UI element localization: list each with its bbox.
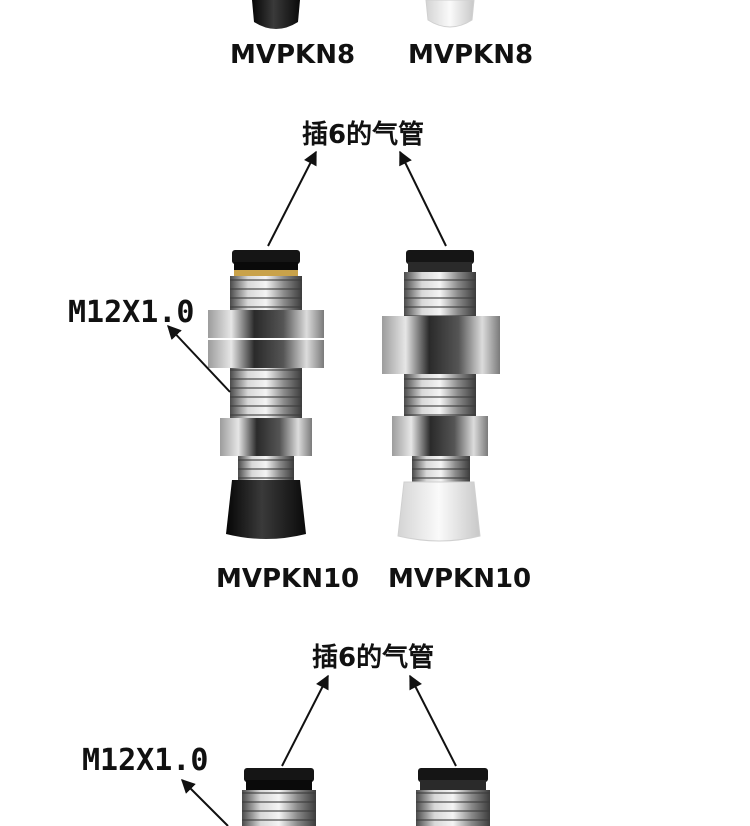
fitting-bottom-right: [416, 768, 490, 826]
tube-note-middle: 插6的气管: [302, 120, 425, 150]
fitting-left: [208, 250, 324, 539]
model-label-top-left: MVPKN8: [230, 40, 356, 70]
tube-arrow-right: [399, 150, 447, 247]
model-label-top-right: MVPKN8: [408, 40, 534, 70]
tube-arrow-left-bottom: [281, 674, 329, 767]
fitting-right: [382, 250, 500, 542]
thread-arrow: [167, 324, 231, 393]
tube-arrow-right-bottom: [409, 674, 457, 767]
thread-arrow-bottom: [181, 779, 229, 826]
thread-spec-bottom: M12X1.0: [82, 743, 209, 778]
model-label-mid-left: MVPKN10: [216, 564, 360, 594]
top-black-cup: [252, 0, 300, 29]
tube-note-bottom: 插6的气管: [312, 643, 435, 673]
top-clear-cup: [425, 0, 475, 28]
fitting-bottom-left: [242, 768, 316, 826]
thread-spec-middle: M12X1.0: [68, 295, 195, 330]
tube-arrow-left: [267, 150, 317, 247]
model-label-mid-right: MVPKN10: [388, 564, 532, 594]
